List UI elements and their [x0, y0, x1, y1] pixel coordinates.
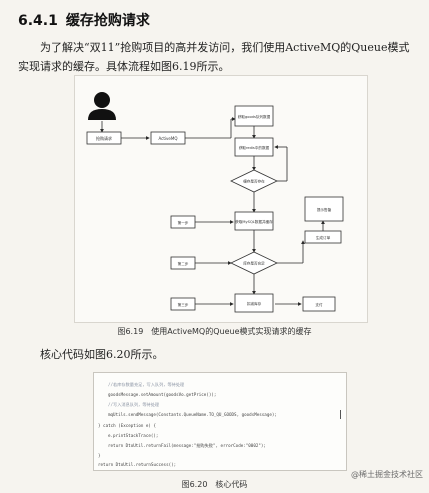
node-get-goods: 获取goods队列数据 — [234, 105, 274, 127]
node-deduct: 扣减库存 — [234, 293, 274, 313]
code-line: return DtoUtil.returnSuccess(); — [98, 462, 177, 467]
code-line: } — [98, 453, 101, 458]
section-heading: 6.4.1 缓存抢购请求 — [18, 10, 150, 30]
code-line: goodsMessage.setAmount(goodsVo.getPrice(… — [108, 392, 217, 397]
node-stock-check: 库存是否充足 — [230, 251, 278, 275]
code-line: } catch (Exception e) { — [98, 423, 156, 428]
code-screenshot: //若库存数量充足，写入队列，等待处理 goodsMessage.setAmou… — [93, 372, 347, 471]
section-title: 缓存抢购请求 — [65, 13, 150, 29]
figure-619-number: 图6.19 — [117, 327, 144, 336]
section-number: 6.4.1 — [18, 13, 58, 29]
node-cache-check: 缓存是否存在 — [230, 169, 278, 193]
figure-620-caption-text: 核心代码 — [215, 480, 248, 489]
node-request-label: 抢购请求 — [96, 135, 112, 141]
flowchart-figure: 抢购请求 ActiveMQ 获取goods队列数据 获取redis中的数据 缓存… — [74, 75, 368, 323]
node-request: 抢购请求 — [86, 131, 122, 145]
figure-620-number: 图6.20 — [181, 480, 208, 489]
node-pay-label: 支付 — [315, 302, 323, 307]
node-activemq: ActiveMQ — [150, 131, 186, 145]
node-get-mysql: 获取MySQL数据并缓存 — [234, 211, 274, 231]
code-line: return DtoUtil.returnFail(message:"抢购失败"… — [108, 443, 266, 448]
node-get-redis: 获取redis中的数据 — [234, 137, 274, 157]
text-cursor — [340, 410, 341, 419]
node-stock-check-label: 库存是否充足 — [243, 261, 265, 266]
code-line: //若库存数量充足，写入队列，等待处理 — [108, 382, 185, 387]
node-result-left: 提示售罄 — [304, 196, 344, 222]
node-side3-label: 第三步 — [178, 302, 189, 307]
flowchart-svg: 抢购请求 ActiveMQ 获取goods队列数据 获取redis中的数据 缓存… — [86, 92, 344, 313]
node-side3: 第三步 — [170, 297, 196, 311]
watermark: @稀土掘金技术社区 — [351, 470, 423, 479]
node-deduct-label: 扣减库存 — [247, 301, 262, 306]
node-order-label: 生成订单 — [316, 235, 331, 240]
node-get-redis-label: 获取redis中的数据 — [239, 145, 270, 150]
code-line: mqUtils.sendMessage(Constants.QueueName.… — [108, 412, 277, 417]
node-side1: 第一步 — [170, 215, 196, 229]
node-order: 生成订单 — [304, 230, 342, 244]
user-icon — [88, 92, 116, 120]
code-line: e.printStackTrace(); — [108, 433, 159, 438]
figure-619-caption-text: 使用ActiveMQ的Queue模式实现请求的缓存 — [151, 327, 312, 336]
node-get-mysql-label: 获取MySQL数据并缓存 — [235, 219, 273, 224]
node-get-goods-label: 获取goods队列数据 — [238, 114, 271, 119]
node-side2-label: 第二步 — [178, 261, 189, 266]
figure-619-caption: 图6.19 使用ActiveMQ的Queue模式实现请求的缓存 — [0, 326, 429, 337]
code-intro-text: 核心代码如图6.20所示。 — [40, 348, 164, 361]
node-cache-check-label: 缓存是否存在 — [243, 179, 265, 184]
node-activemq-label: ActiveMQ — [159, 136, 178, 141]
node-pay: 支付 — [302, 296, 336, 312]
node-result-left-label: 提示售罄 — [317, 207, 332, 212]
intro-paragraph: 为了解决“双11”抢购项目的高并发访问，我们使用ActiveMQ的Queue模式… — [18, 41, 410, 73]
node-side2: 第二步 — [170, 256, 196, 270]
node-side1-label: 第一步 — [178, 220, 189, 225]
figure-620-caption: 图6.20 核心代码 — [0, 479, 429, 490]
code-line: //写入消息队列，等待处理 — [108, 402, 160, 407]
